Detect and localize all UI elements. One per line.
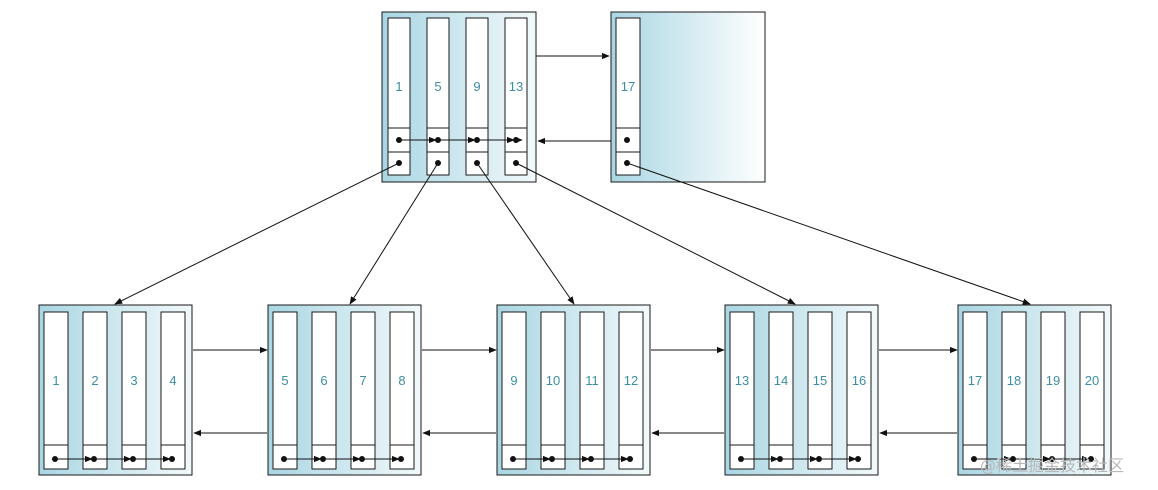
key-label: 20 xyxy=(1085,373,1099,388)
key-slot-box xyxy=(121,311,147,470)
key-label: 17 xyxy=(968,373,982,388)
key-slot-box xyxy=(43,311,69,470)
key-slot-box xyxy=(272,311,298,470)
key-label: 13 xyxy=(735,373,749,388)
key-slot-box xyxy=(540,311,566,470)
root-sibling-node: 17 xyxy=(610,11,766,183)
key-slot: 16 xyxy=(846,311,872,470)
key-label: 19 xyxy=(1046,373,1060,388)
key-slot: 2 xyxy=(82,311,108,470)
leaf-node-1: 1 2 3 4 xyxy=(38,304,193,476)
key-label: 13 xyxy=(509,79,523,94)
key-slot: 14 xyxy=(768,311,794,470)
leaf-node-4: 13 14 15 16 xyxy=(724,304,879,476)
pointer-dot xyxy=(52,456,58,462)
key-slot: 17 xyxy=(615,17,641,176)
key-slot-box xyxy=(504,17,528,176)
key-slot-box xyxy=(465,17,489,176)
key-label: 9 xyxy=(510,373,517,388)
key-slot-box xyxy=(387,17,411,176)
key-slot-box xyxy=(82,311,108,470)
key-slot: 18 xyxy=(1001,311,1027,470)
pointer-dot xyxy=(738,456,744,462)
key-label: 8 xyxy=(398,373,405,388)
key-slot: 10 xyxy=(540,311,566,470)
key-slot: 13 xyxy=(504,17,528,176)
key-label: 1 xyxy=(395,79,402,94)
root-node: 1 5 9 13 xyxy=(381,11,537,183)
key-slot-box xyxy=(618,311,644,470)
key-label: 6 xyxy=(320,373,327,388)
watermark: @稀土掘金技术社区 xyxy=(980,456,1125,475)
key-slot-box xyxy=(807,311,833,470)
key-label: 5 xyxy=(434,79,441,94)
key-slot: 12 xyxy=(618,311,644,470)
pointer-dot xyxy=(281,456,287,462)
key-label: 7 xyxy=(359,373,366,388)
key-slot-box xyxy=(579,311,605,470)
key-label: 10 xyxy=(546,373,560,388)
key-slot-box xyxy=(768,311,794,470)
key-slot-box xyxy=(615,17,641,176)
key-slot: 15 xyxy=(807,311,833,470)
pointer-dot xyxy=(624,137,630,143)
key-slot: 1 xyxy=(387,17,411,176)
key-slot-box xyxy=(846,311,872,470)
key-slot: 1 xyxy=(43,311,69,470)
key-slot: 6 xyxy=(311,311,337,470)
child-pointer-arrow xyxy=(349,162,439,305)
key-label: 18 xyxy=(1007,373,1021,388)
key-slot: 4 xyxy=(160,311,186,470)
key-slot: 20 xyxy=(1079,311,1105,470)
key-slot: 5 xyxy=(426,17,450,176)
key-slot-box xyxy=(729,311,755,470)
key-label: 3 xyxy=(130,373,137,388)
key-label: 17 xyxy=(621,79,635,94)
key-slot-box xyxy=(1040,311,1066,470)
key-slot-box xyxy=(1001,311,1027,470)
key-slot: 7 xyxy=(350,311,376,470)
key-slot: 17 xyxy=(962,311,988,470)
pointer-dot xyxy=(971,456,977,462)
leaf-node-5: 17 18 19 20 xyxy=(957,304,1112,476)
child-pointer-arrow xyxy=(114,162,400,305)
key-slot-box xyxy=(962,311,988,470)
key-slot-box xyxy=(426,17,450,176)
key-slot: 9 xyxy=(501,311,527,470)
key-label: 11 xyxy=(585,373,599,388)
child-pointer-arrow xyxy=(476,162,575,305)
leaf-node-3: 9 10 11 12 xyxy=(496,304,651,476)
child-pointer-arrow xyxy=(626,162,1031,305)
child-pointer-arrow xyxy=(515,162,796,305)
key-label: 14 xyxy=(774,373,788,388)
key-label: 2 xyxy=(91,373,98,388)
key-label: 15 xyxy=(813,373,827,388)
key-label: 5 xyxy=(281,373,288,388)
key-slot-box xyxy=(1079,311,1105,470)
leaf-node-2: 5 6 7 8 xyxy=(267,304,422,476)
key-slot-box xyxy=(160,311,186,470)
pointer-dot xyxy=(396,137,402,143)
key-slot: 9 xyxy=(465,17,489,176)
key-label: 16 xyxy=(852,373,866,388)
key-slot-box xyxy=(389,311,415,470)
key-slot-box xyxy=(311,311,337,470)
key-label: 9 xyxy=(473,79,480,94)
pointer-dot xyxy=(510,456,516,462)
key-slot-box xyxy=(501,311,527,470)
key-slot: 11 xyxy=(579,311,605,470)
key-slot-box xyxy=(350,311,376,470)
key-slot: 3 xyxy=(121,311,147,470)
key-slot: 19 xyxy=(1040,311,1066,470)
key-label: 12 xyxy=(624,373,638,388)
key-slot: 8 xyxy=(389,311,415,470)
key-slot: 13 xyxy=(729,311,755,470)
key-label: 1 xyxy=(52,373,59,388)
key-label: 4 xyxy=(169,373,176,388)
key-slot: 5 xyxy=(272,311,298,470)
